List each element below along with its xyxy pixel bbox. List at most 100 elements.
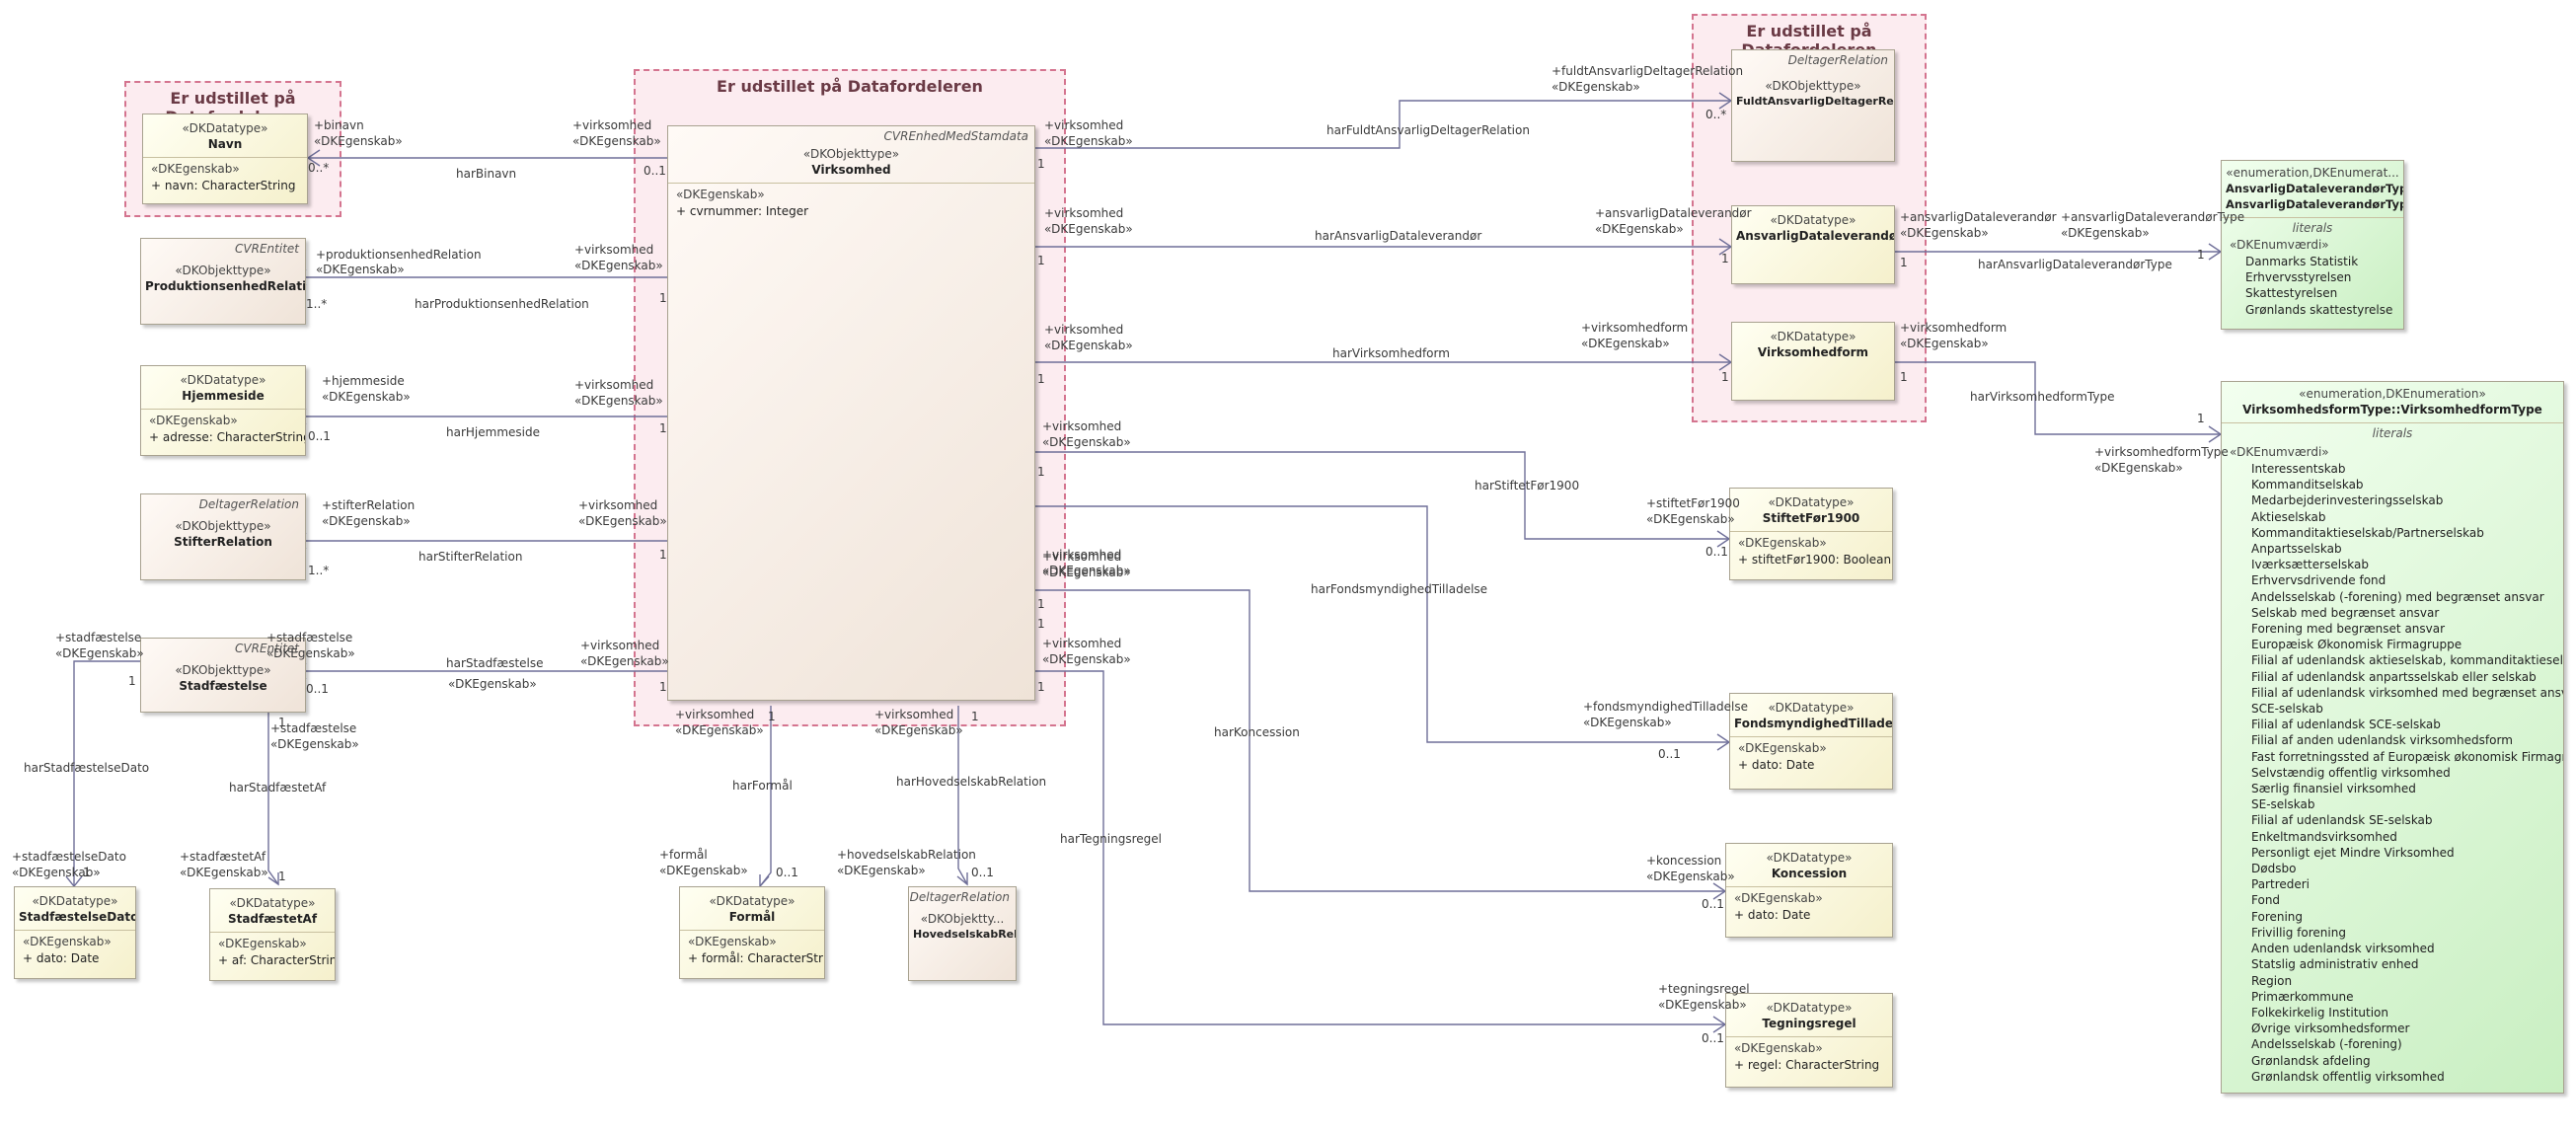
class-stereotype: «DKDatatype» [1768,495,1855,509]
class-stadfaestelse-dato[interactable]: «DKDatatype» StadfæstelseDato «DKEgenska… [14,886,136,979]
attribute-stereotype: «DKEgenskab» [1734,1041,1823,1055]
class-enum-virksomhedform-type[interactable]: «enumeration,DKEnumeration» Virksomhedsf… [2221,381,2564,1094]
class-tegningsregel[interactable]: «DKDatatype» Tegningsregel «DKEgenskab» … [1725,993,1893,1088]
edge-label: «DKEgenskab» [322,390,411,404]
class-ansvarlig-dataleverandor[interactable]: «DKDatatype» AnsvarligDataleverandør [1731,205,1895,284]
class-stereotype: «DKObjekttype» [175,264,271,277]
edge-label: +virksomhed [1042,637,1121,650]
class-stereotype: «DKDatatype» [229,896,316,910]
edge-label: harKoncession [1214,725,1300,739]
edge-label: 1 [128,674,136,688]
edge-label: «DKEgenskab» [1646,512,1735,526]
class-stereotype: «DKDatatype» [1770,213,1856,227]
compartment-divider [141,409,305,410]
attribute: + adresse: CharacterString [149,430,306,444]
edge-label: 1 [1037,465,1045,479]
class-hjemmeside[interactable]: «DKDatatype» Hjemmeside «DKEgenskab» + a… [140,365,306,456]
edge-label: «DKEgenskab» [448,677,537,691]
edge-label: +virksomhed [572,118,651,132]
edge-label: +formål [659,848,708,862]
package-center-title: Er udstillet på Datafordeleren [717,77,983,96]
class-navn[interactable]: «DKDatatype» Navn «DKEgenskab» + navn: C… [142,114,308,204]
class-virksomhed[interactable]: CVREnhedMedStamdata «DKObjekttype» Virks… [667,125,1035,701]
attribute-stereotype: «DKEgenskab» [23,935,112,948]
attribute: + stiftetFør1900: Boolean [1738,553,1892,567]
edge-label: 1 [278,870,286,883]
edge-label: «DKEgenskab» [1900,337,1989,350]
enum-value: Personligt ejet Mindre Virksomhed [2251,845,2455,860]
compartment-divider [1726,1036,1892,1037]
class-stereotype: «DKDatatype» [1768,701,1855,715]
class-name: Hjemmeside [182,389,265,403]
class-produktionsenhed-relation[interactable]: CVREntitet «DKObjekttype» Produktionsenh… [140,238,306,325]
edge-label: +ansvarligDataleverandør [1595,206,1752,220]
enum-value: Andelsselskab (-forening) med begrænset … [2251,589,2544,604]
edge-label: +virksomhed [1042,548,1121,562]
attribute-stereotype: «DKEgenskab» [688,935,777,948]
edge-label: 1..* [308,564,329,577]
class-stiftet-for-1900[interactable]: «DKDatatype» StiftetFør1900 «DKEgenskab»… [1729,488,1893,580]
edge-label: 0..1 [1705,545,1728,559]
edge-label: 1..* [306,297,327,311]
class-stifter-relation[interactable]: DeltagerRelation «DKObjekttype» StifterR… [140,493,306,580]
edge-label: +stifterRelation [322,498,415,512]
enum-value: Partrederi [2251,877,2311,892]
enum-value: SE-selskab [2251,797,2315,812]
edge-label: «DKEgenskab» [12,866,101,879]
class-formaal[interactable]: «DKDatatype» Formål «DKEgenskab» + formå… [679,886,825,979]
class-stereotype: «DKObjekttype» [175,519,271,533]
enum-value: Filial af udenlandsk SE-selskab [2251,813,2433,828]
edge-label: «DKEgenskab» [574,259,663,272]
edge-label: «DKEgenskab» [837,864,926,877]
edge-label: 1 [2197,248,2205,262]
edge-label: «DKEgenskab» [322,514,411,528]
class-stadfaestelse[interactable]: CVREntitet «DKObjekttype» Stadfæstelse [140,638,306,713]
class-enum-ansvarlig-dataleverandor-type[interactable]: «enumeration,DKEnumerat... AnsvarligData… [2221,160,2404,330]
attribute: + dato: Date [1734,908,1811,922]
class-koncession[interactable]: «DKDatatype» Koncession «DKEgenskab» + d… [1725,843,1893,938]
edge-label: «DKEgenskab» [1581,337,1670,350]
edge-label: harVirksomhedform [1332,346,1450,360]
class-name: StadfæstelseDato [19,910,136,924]
enum-value: Iværksætterselskab [2251,558,2369,572]
class-stadfaestet-af[interactable]: «DKDatatype» StadfæstetAf «DKEgenskab» +… [209,888,336,981]
edge-label: «DKEgenskab» [266,646,355,660]
edge-label: «DKEgenskab» [314,134,403,148]
class-fuldt-ansvarlig-deltager-relation[interactable]: DeltagerRelation «DKObjekttype» FuldtAns… [1731,49,1895,162]
class-stereotype: «DKDatatype» [1766,1001,1853,1015]
class-name: Virksomhed [811,163,891,177]
class-name: StadfæstetAf [227,912,318,926]
class-stereotype: «DKDatatype» [1770,330,1856,343]
edge-label: «DKEgenskab» [1658,998,1747,1012]
class-fondsmyndighed-tilladelse[interactable]: «DKDatatype» FondsmyndighedTilladelse «D… [1729,693,1893,790]
edge-label: 0..1 [306,682,329,696]
edge-label: «DKEgenskab» [675,723,764,737]
literals-label: literals [2292,221,2333,235]
enum-value: Filial af udenlandsk anpartsselskab elle… [2251,669,2537,684]
class-virksomhedform[interactable]: «DKDatatype» Virksomhedform [1731,322,1895,401]
attribute: + af: CharacterString [218,953,336,967]
enum-value: Erhvervsdrivende fond [2251,573,2387,588]
edge-label: 1 [659,548,667,562]
class-name: StiftetFør1900 [1762,511,1860,525]
attribute-stereotype: «DKEgenskab» [676,188,765,201]
edge-label: «DKEgenskab» [2094,461,2183,475]
edge-label: 1 [659,680,667,694]
class-tag: DeltagerRelation [1787,53,1888,67]
attribute-stereotype: «DKEgenskab» [218,937,307,950]
compartment-divider [2222,217,2403,218]
class-name: Navn [207,137,243,151]
enum-value: Kommanditselskab [2251,478,2364,492]
class-stereotype: «DKDatatype» [182,121,268,135]
edge-label: 0..1 [776,866,798,879]
class-hovedselskab-relation[interactable]: DeltagerRelation «DKObjektty... Hovedsel… [908,886,1017,981]
compartment-divider [143,157,307,158]
class-name: StifterRelation [174,535,272,549]
enum-value: Andelsselskab (-forening) [2251,1037,2402,1052]
class-name: Stadfæstelse [179,679,267,693]
compartment-divider [1730,736,1892,737]
edge-label: 1 [1037,254,1045,267]
edge-label: «DKEgenskab» [316,263,405,276]
enum-value: Statslig administrativ enhed [2251,957,2419,972]
